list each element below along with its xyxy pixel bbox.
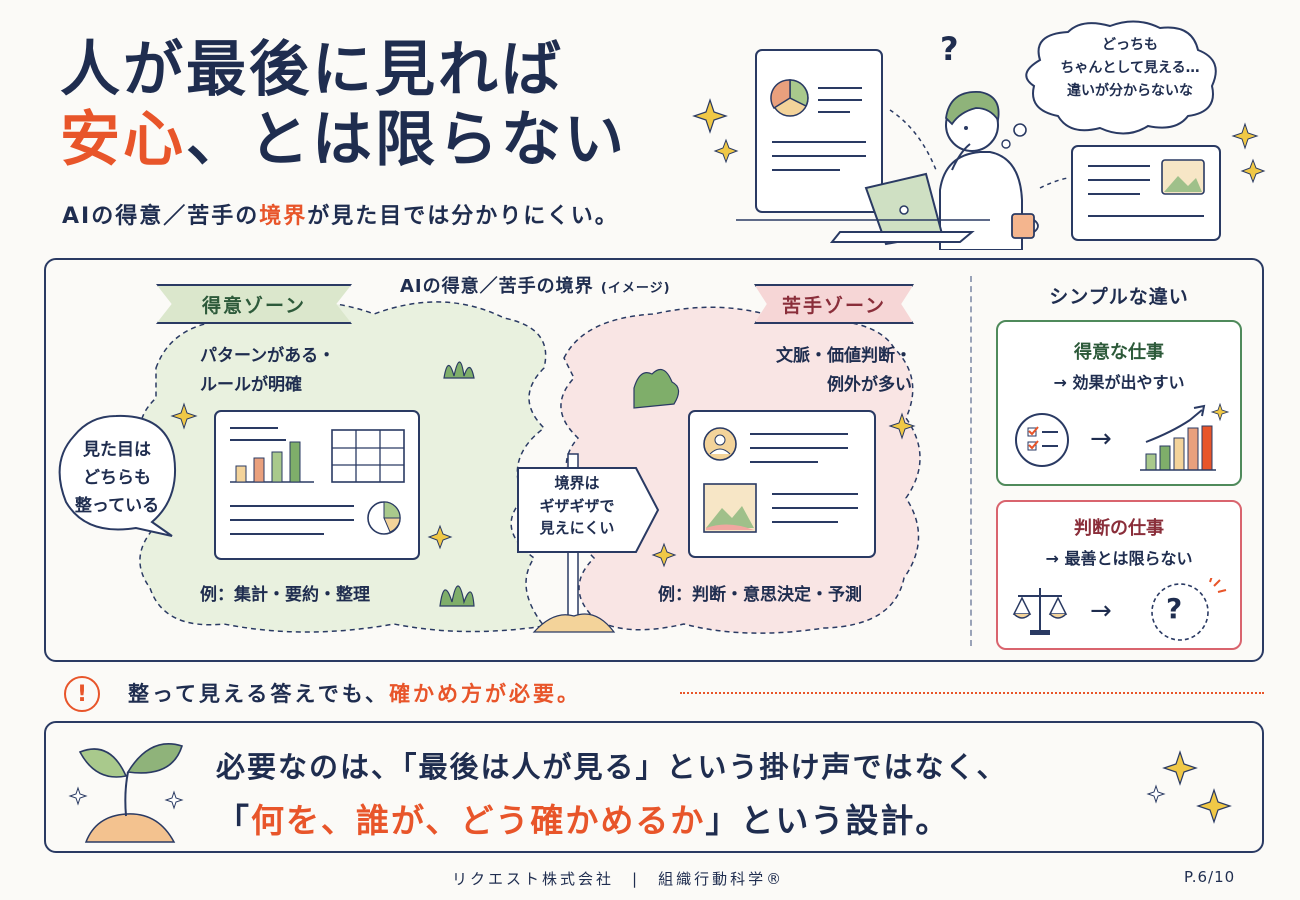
speech-line: どちらも <box>83 468 151 489</box>
footer-brand: リクエスト株式会社 | 組織行動科学® <box>452 868 784 889</box>
sprout-icon <box>68 743 184 843</box>
good-zone-document <box>214 410 420 560</box>
sign-line: ギザギザで <box>539 496 615 515</box>
conclusion-open: 「 <box>216 801 251 840</box>
warning-accent: 確かめ方が必要。 <box>389 682 582 706</box>
bad-zone-desc: 文脈・価値判断・ 例外が多い <box>752 342 912 400</box>
thought-bubble-text: どっちも ちゃんとして見える… 違いが分からないな <box>1030 34 1230 103</box>
good-zone-example: 例：集計・要約・整理 <box>200 585 370 605</box>
thought-line: ちゃんとして見える… <box>1060 60 1200 77</box>
judgment-work-title: 判断の仕事 <box>1074 518 1164 539</box>
diagram-caption: AIの得意／苦手の境界 (イメージ) <box>400 272 671 298</box>
caption-note: (イメージ) <box>600 281 671 296</box>
subtitle-pre: AIの得意／苦手の <box>62 204 260 229</box>
warning-icon: ! <box>64 676 100 712</box>
conclusion-line2: 「何を、誰が、どう確かめるか」という設計。 <box>216 794 950 842</box>
conclusion-line1: 必要なのは、「最後は人が見る」という掛け声ではなく、 <box>216 750 1008 784</box>
footer-company: リクエスト株式会社 <box>452 870 615 888</box>
good-work-title: 得意な仕事 <box>1074 342 1164 363</box>
conclusion-accent: 何を、誰が、どう確かめるか <box>251 801 706 840</box>
speech-bubble <box>58 414 176 537</box>
bad-zone-document <box>688 410 876 558</box>
conclusion-rest: 」という設計。 <box>705 801 951 840</box>
caption-main: AIの得意／苦手の境界 <box>400 276 594 297</box>
bad-zone-banner: 苦手ゾーン <box>754 284 914 324</box>
sign-line: 見えにくい <box>539 519 615 537</box>
subtitle-accent: 境界 <box>259 204 308 229</box>
good-work-text: 得意な仕事 → 効果が出やすい <box>996 338 1242 396</box>
panel-divider <box>970 276 972 646</box>
good-work-icons <box>1015 402 1230 471</box>
bad-zone-desc-line: 文脈・価値判断・ <box>776 346 912 366</box>
thought-line: どっちも <box>1102 37 1158 53</box>
good-zone-banner: 得意ゾーン <box>156 284 352 324</box>
arrow-right-icon: → <box>1090 424 1112 454</box>
footer-brand-name: 組織行動科学® <box>658 870 785 888</box>
question-icon: ? <box>1166 592 1183 625</box>
speech-bubble-text: 見た目は どちらも 整っている <box>56 436 178 520</box>
thinking-person-illustration <box>692 20 1266 250</box>
footer-separator: | <box>632 870 641 888</box>
question-mark: ? <box>940 30 959 68</box>
good-zone-desc-line: パターンがある・ <box>200 346 336 366</box>
page-title-line1: 人が最後に見れば <box>60 35 564 105</box>
warning-text: 整って見える答えでも、確かめ方が必要。 <box>128 678 581 708</box>
bad-zone-desc-line: 例外が多い <box>827 374 912 395</box>
thought-line: 違いが分からないな <box>1067 83 1193 100</box>
bad-zone-example: 例：判断・意思決定・予測 <box>658 585 862 605</box>
page-title-line2: 安心、とは限らない <box>60 110 627 170</box>
sign-line: 境界は <box>554 474 600 492</box>
good-zone-desc-line: ルールが明確 <box>200 374 302 395</box>
page-subtitle: AIの得意／苦手の境界が見た目では分かりにくい。 <box>62 198 619 230</box>
signpost-text: 境界は ギザギザで 見えにくい <box>518 472 636 540</box>
arrow-right-icon: → <box>1090 596 1112 626</box>
speech-line: 見た目は <box>83 440 151 460</box>
title-accent: 安心 <box>60 105 186 175</box>
warning-divider <box>680 692 1264 694</box>
sparkles-icon <box>1146 750 1232 824</box>
conclusion-box <box>44 721 1264 853</box>
simple-diff-heading: シンプルな違い <box>1049 286 1189 308</box>
judgment-work-icons <box>1012 578 1227 641</box>
page-number: P.6/10 <box>1184 868 1236 886</box>
warning-pre: 整って見える答えでも、 <box>128 682 390 706</box>
speech-line: 整っている <box>74 496 160 517</box>
judgment-work-text: 判断の仕事 → 最善とは限らない <box>996 514 1242 572</box>
judgment-work-sub: → 最善とは限らない <box>1045 548 1193 568</box>
subtitle-post: が見た目では分かりにくい。 <box>307 204 619 229</box>
good-zone-desc: パターンがある・ ルールが明確 <box>200 342 335 400</box>
title-rest: 、とは限らない <box>186 105 627 175</box>
good-work-sub: → 効果が出やすい <box>1053 372 1185 392</box>
